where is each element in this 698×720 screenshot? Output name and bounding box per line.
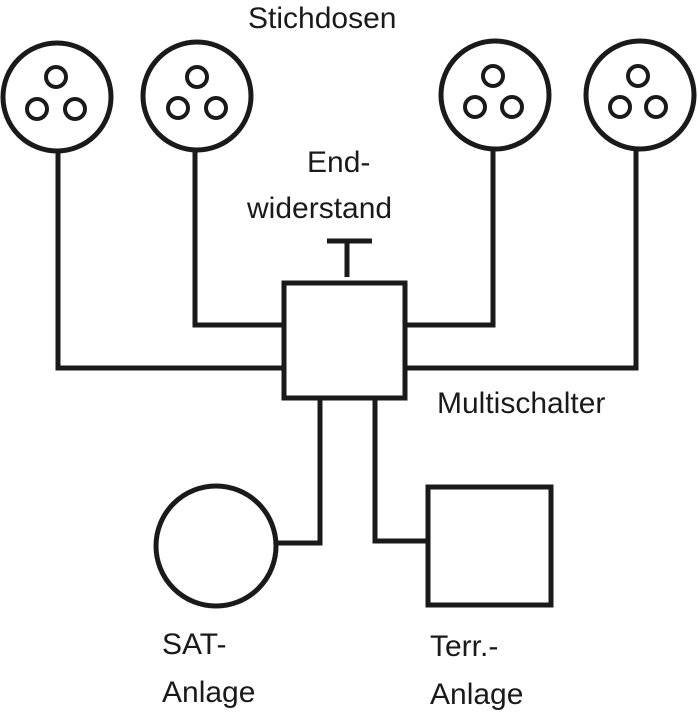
sat-label-line2: Anlage (162, 676, 256, 709)
socket-hole (44, 65, 68, 89)
socket-hole (481, 64, 505, 88)
socket-hole (644, 95, 668, 119)
socket-2 (140, 39, 254, 153)
socket-hole (500, 95, 524, 119)
socket-3 (438, 38, 552, 152)
terr-antenna (425, 484, 554, 608)
terminator-label-line1: End- (307, 146, 371, 179)
wire-socket-1 (55, 151, 283, 371)
wire-socket-2 (192, 150, 283, 328)
socket-outline (438, 38, 552, 152)
socket-hole (204, 96, 228, 120)
sockets-label: Stichdosen (248, 2, 397, 35)
socket-hole (185, 65, 209, 89)
socket-hole (608, 95, 632, 119)
socket-hole (25, 97, 49, 121)
socket-outline (583, 38, 697, 152)
multiswitch-label: Multischalter (437, 387, 606, 420)
terminator-label-line2: widerstand (247, 192, 393, 225)
terr-label-line2: Anlage (430, 678, 524, 711)
wire-socket-4 (406, 149, 639, 371)
socket-hole (63, 97, 87, 121)
wire-terr (372, 398, 427, 544)
terminator-symbol (327, 238, 372, 277)
wire-sat (278, 398, 323, 546)
socket-4 (583, 38, 697, 152)
socket-hole (626, 64, 650, 88)
socket-hole (166, 96, 190, 120)
terr-label-line1: Terr.- (430, 630, 499, 663)
wire-socket-3 (406, 149, 496, 328)
socket-outline (140, 39, 254, 153)
socket-hole (463, 95, 487, 119)
multiswitch-box (281, 280, 408, 401)
sat-antenna (153, 483, 279, 609)
socket-1 (0, 40, 114, 154)
socket-outline (0, 40, 114, 154)
sat-label-line1: SAT- (162, 628, 227, 661)
